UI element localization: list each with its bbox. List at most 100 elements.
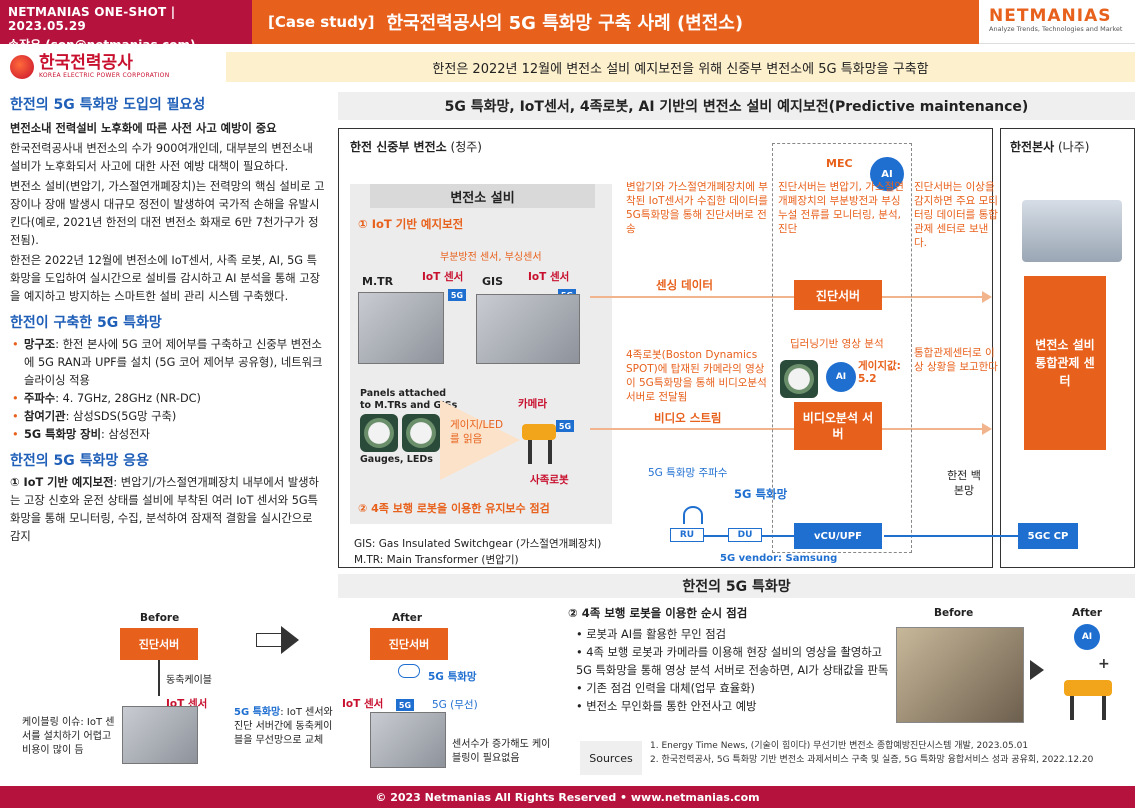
robot-inspection-list: • 로봇과 AI를 활용한 무인 점검 • 4족 보행 로봇과 카메라를 이용해… — [576, 626, 896, 716]
value: 변전소 무인화를 통한 안전사고 예방 — [586, 700, 757, 713]
label: 5G 특화망 — [234, 707, 281, 718]
label: ① IoT 기반 예지보전 — [10, 476, 114, 489]
cabling-issue: 케이블링 이슈: IoT 센서를 설치하기 어렵고 비용이 많이 듬 — [22, 717, 115, 756]
hq-flow-text-1: 진단서버는 이상을 감지하면 주요 모티터링 데이터를 통합관제 센터로 보낸다… — [914, 181, 998, 249]
hq-title: 한전본사 (나주) — [1010, 138, 1089, 155]
label: 망구조 — [24, 338, 56, 351]
arrowhead-icon — [982, 291, 992, 303]
value: (나주) — [1058, 140, 1090, 154]
header-title-bar: [Case study] 한국전력공사의 5G 특화망 구축 사례 (변전소) — [252, 0, 979, 44]
robot-inspection-title: ② 4족 보행 로봇을 이용한 순시 점검 — [568, 606, 748, 620]
mec-box — [772, 143, 912, 553]
flow-robot-description: 4족로봇(Boston Dynamics SPOT)에 탑재된 카메라의 영상이… — [626, 349, 767, 403]
control-center[interactable]: 변전소 설비 통합관제 센터 — [1024, 276, 1106, 450]
section-need-p2: 변전소 설비(변압기, 가스절연개폐장치)는 전력망의 핵심 설비로 고장이나 … — [10, 180, 325, 247]
wireless-label: 5G (무선) — [432, 699, 478, 711]
label: 참여기관 — [24, 410, 66, 423]
source-item: 2. 한국전력공사, 5G 특화망 기반 변전소 과제서비스 구축 및 실증, … — [650, 755, 1094, 765]
section-need-subtitle: 변전소내 전력설비 노후화에 따른 사전 사고 예방이 중요 — [10, 122, 277, 135]
sensing-data-arrow — [590, 296, 982, 298]
label: 주파수 — [24, 392, 56, 405]
kepco-mark-icon — [10, 55, 34, 79]
worker-inspection-photo — [896, 627, 1024, 723]
kepco-name: 한국전력공사 — [39, 53, 133, 73]
robot-leg-icon — [548, 440, 552, 464]
robot-label: 사족로봇 — [530, 474, 569, 486]
gis-definition: GIS: Gas Insulated Switchgear (가스절연개폐장치) — [354, 538, 602, 550]
diagnosis-server[interactable]: 진단서버 — [794, 280, 882, 310]
video-stream-arrow — [590, 428, 982, 430]
transformer-before-image — [122, 706, 198, 764]
value: (청주) — [450, 140, 482, 154]
mtr-definition: M.TR: Main Transformer (변압기) — [354, 554, 519, 566]
value: : 삼성SDS(5G망 구축) — [65, 410, 177, 423]
section-need-p1: 한국전력공사내 변전소의 수가 900여개인데, 대부분의 변전소내 설비가 노… — [10, 142, 313, 173]
robot-leg-icon — [528, 440, 532, 464]
network-frequency: 주파수: 4. 7GHz, 28GHz (NR-DC) — [10, 390, 325, 408]
gis-image — [476, 294, 580, 364]
ai-brain-icon: AI — [870, 157, 904, 191]
label: 한전본사 — [1010, 140, 1055, 154]
gauge-value: 게이지값: 5.2 — [858, 360, 901, 385]
robot-body-icon — [522, 424, 556, 440]
gauges-label: Gauges, LEDs — [360, 454, 433, 465]
application-iot: ① IoT 기반 예지보전: 변압기/가스절연개폐장치 내부에서 발생하는 고장… — [10, 474, 325, 546]
value: : IoT 센서와 진단 서버간에 동축케이블을 무선망으로 교체 — [234, 707, 333, 746]
sensor-types: 부분방전 센서, 부싱센서 — [440, 252, 542, 263]
section-need-p3: 한전은 2022년 12월에 변전소에 IoT센서, 사족 로봇, AI, 5G… — [10, 254, 321, 303]
label: 5G 특화망 장비 — [24, 428, 101, 441]
value: 로봇과 AI를 활용한 무인 점검 — [586, 628, 727, 641]
before-label: Before — [140, 612, 180, 624]
ai-analyze-icon: AI — [826, 362, 856, 392]
gauge-icon-2 — [402, 414, 440, 452]
header-date: NETMANIAS ONE-SHOT | 2023.05.29 — [8, 5, 176, 33]
robot-leg-icon — [1070, 696, 1074, 720]
flow-iot-description: 변압기와 가스절연개폐장치에 부착된 IoT센서가 수집한 데이터를 5G특화망… — [626, 181, 768, 235]
vcu-upf-box: vCU/UPF — [794, 523, 882, 549]
sources-list: 1. Energy Time News, (기술이 힘이다) 무선기반 변전소 … — [650, 740, 1132, 766]
ai-robot-icon: AI — [1074, 624, 1100, 650]
substation-box — [338, 128, 993, 568]
mec-description: 진단서버는 변압기, 가스절연개폐장치의 부분방전과 부싱누설 전류를 모니터링… — [778, 181, 904, 235]
transformer-image — [358, 292, 444, 364]
network-equipment: 5G 특화망 장비: 삼성전자 — [10, 426, 325, 444]
coax-cable — [158, 660, 160, 696]
header-author-block: NETMANIAS ONE-SHOT | 2023.05.29 손장우 (son… — [0, 0, 252, 52]
header-author: 손장우 (son@netmanias.com) — [8, 38, 196, 52]
iot-sensor-label-2: IoT 센서 — [528, 271, 570, 283]
list-item: • 변전소 무인화를 통한 안전사고 예방 — [576, 700, 757, 713]
value: : 4. 7GHz, 28GHz (NR-DC) — [55, 392, 201, 405]
dl-analysis-label: 딥러닝기반 영상 분석 — [790, 338, 884, 350]
vendor-label: 5G vendor: Samsung — [720, 553, 838, 564]
antenna-icon — [683, 506, 703, 524]
cloud-icon — [398, 664, 420, 678]
logo-manias: MANIAS — [1029, 6, 1112, 26]
5gc-cp-box: 5GC CP — [1018, 523, 1078, 549]
before-after-arrow-shaft — [256, 633, 282, 647]
iot-sensor-label-1: IoT 센서 — [422, 271, 464, 283]
substation-title: 한전 신중부 변전소 (청주) — [350, 138, 482, 155]
list-item: • 기존 점검 인력을 대체(업무 효율화) — [576, 682, 755, 695]
private-5g-label: 5G 특화망 — [734, 487, 788, 501]
backbone-label: 한전 백본망 — [947, 469, 981, 497]
network-partner: 참여기관: 삼성SDS(5G망 구축) — [10, 408, 325, 426]
logo-net: NET — [989, 6, 1030, 26]
after-label: After — [392, 612, 423, 624]
video-analysis-server[interactable]: 비디오분석 서버 — [794, 402, 882, 450]
sensing-data-label: 센싱 데이터 — [656, 278, 713, 292]
netmanias-logo[interactable]: NETMANIAS Analyze Trends, Technologies a… — [979, 0, 1135, 44]
list-item: • 4족 보행 로봇과 카메라를 이용해 현장 설비의 영상을 촬영하고 5G … — [576, 646, 889, 677]
summary-banner: 한전은 2022년 12월에 변전소 설비 예지보전을 위해 신중부 변전소에 … — [226, 52, 1135, 82]
robot-check-label: ② 4족 보행 로봇을 이용한 유지보수 점검 — [358, 502, 550, 515]
logo-tagline: Analyze Trends, Technologies and Market — [989, 25, 1123, 33]
after-5g-label: 5G 특화망 — [428, 671, 477, 683]
value: 4족 보행 로봇과 카메라를 이용해 현장 설비의 영상을 촬영하고 5G 특화… — [576, 646, 889, 677]
kepco-logo: 한국전력공사 KOREA ELECTRIC POWER CORPORATION — [10, 52, 210, 82]
iot-sensor-after: IoT 센서 — [342, 698, 384, 710]
ru-du-link — [704, 535, 728, 537]
du-cu-link — [762, 535, 794, 537]
robot-before-after-arrow-icon — [1030, 660, 1044, 680]
footer-copyright: © 2023 Netmanias All Rights Reserved • w… — [0, 786, 1135, 808]
wireless-note: 5G 특화망: IoT 센서와 진단 서버간에 동축케이블을 무선망으로 교체 — [234, 706, 338, 748]
bottom-section-title: 한전의 5G 특화망 — [338, 574, 1135, 598]
